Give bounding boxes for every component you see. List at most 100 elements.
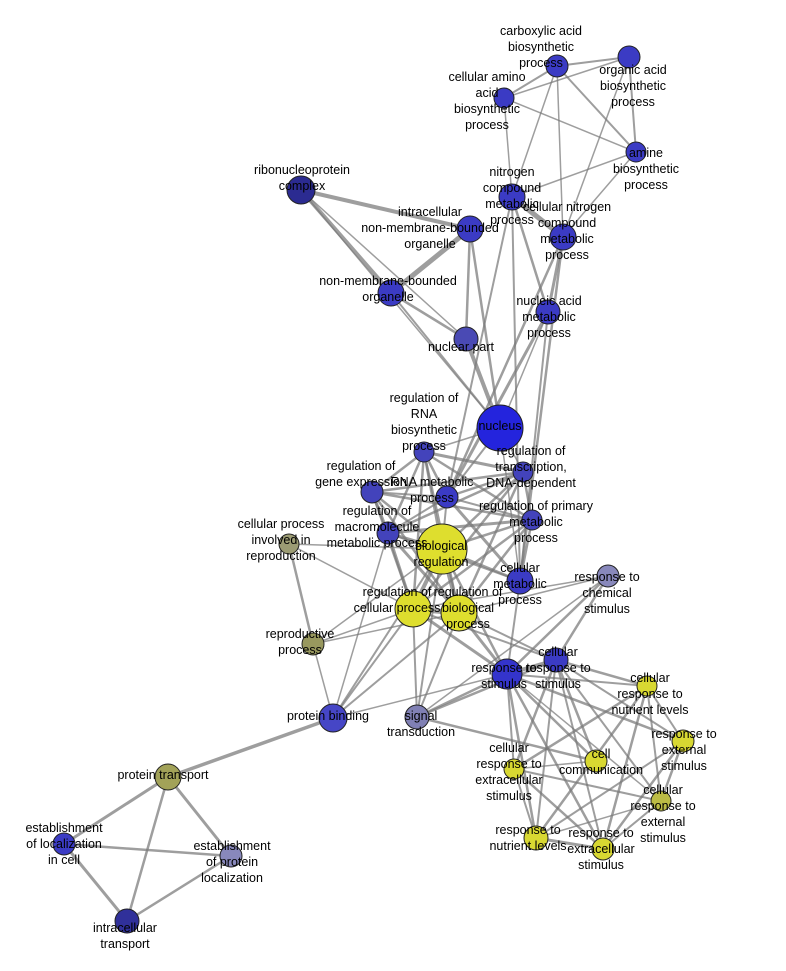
node-nam[interactable] — [535, 299, 561, 325]
edge-nam-cmet — [519, 311, 549, 582]
node-itrans[interactable] — [114, 908, 140, 934]
edge-rstim-crecs — [506, 673, 515, 770]
edge-crnl-recs — [601, 684, 649, 851]
edge-rstim-rnl — [505, 672, 538, 840]
edge-rstim-ccomm — [505, 672, 598, 763]
node-sigt[interactable] — [404, 704, 430, 730]
edge-rrna-rtrans — [422, 450, 525, 474]
edge-rprim-rbio — [457, 518, 534, 615]
edge-rgene-rbio — [370, 490, 461, 615]
node-crecs[interactable] — [503, 758, 525, 780]
node-rext[interactable] — [671, 729, 695, 753]
node-rgene[interactable] — [360, 480, 384, 504]
node-rnamet[interactable] — [435, 485, 459, 509]
node-rcell[interactable] — [394, 590, 432, 628]
node-cnitro[interactable] — [549, 223, 577, 251]
node-nucleus[interactable] — [476, 404, 524, 452]
edge-nmb-npart — [389, 291, 468, 341]
edge-pbind-rmacro — [332, 532, 389, 719]
node-crext[interactable] — [650, 790, 672, 812]
node-ccomm[interactable] — [584, 749, 608, 773]
label-nucleus: nucleus — [478, 419, 521, 433]
edge-rstim-crnl — [506, 673, 648, 687]
node-rnp[interactable] — [286, 175, 316, 205]
node-rstim[interactable] — [491, 658, 523, 690]
node-cpir[interactable] — [278, 533, 300, 555]
node-rbio[interactable] — [440, 594, 478, 632]
node-amine[interactable] — [625, 141, 647, 163]
node-rtrans[interactable] — [512, 461, 534, 483]
edge-recs-crecs — [512, 767, 605, 851]
edge-cpir-rcell — [288, 543, 414, 610]
node-rnl[interactable] — [523, 825, 549, 851]
edge-recs-crext — [602, 800, 662, 850]
edge-rnp-npart — [300, 189, 467, 340]
edge-rnamet-rprim — [446, 496, 533, 521]
node-ptrans[interactable] — [154, 763, 182, 791]
node-amino[interactable] — [493, 87, 515, 109]
edge-nam-rnamet — [445, 310, 550, 499]
node-pbind[interactable] — [318, 703, 348, 733]
node-bioreg[interactable] — [416, 523, 468, 575]
node-nitro[interactable] — [498, 183, 526, 211]
edge-crstim-rext — [555, 659, 684, 742]
node-eprot[interactable] — [219, 844, 243, 868]
node-rprim[interactable] — [521, 509, 543, 531]
node-eloc[interactable] — [52, 832, 76, 856]
edge-inmb-nucleus — [468, 227, 502, 430]
edge-rtrans-rnamet — [445, 470, 525, 499]
node-crnl[interactable] — [636, 675, 658, 697]
edge-crecs-ccomm — [513, 760, 597, 770]
edge-org-cnitro — [562, 56, 630, 238]
node-npart[interactable] — [453, 326, 479, 352]
edge-pbind-rbio — [332, 612, 460, 719]
edge-nucleus-cmet — [499, 427, 521, 582]
edge-rext-recs — [601, 739, 685, 851]
node-nmb[interactable] — [377, 279, 405, 307]
edge-crstim-rchem — [554, 574, 610, 662]
edge-eloc-eprot — [62, 842, 233, 858]
node-repro[interactable] — [301, 632, 325, 656]
edge-nitro-rnamet — [446, 196, 513, 498]
node-crstim[interactable] — [543, 647, 569, 673]
edge-pbind-ptrans — [166, 716, 335, 779]
edge-rnp-inmb — [299, 188, 472, 231]
node-carb[interactable] — [545, 54, 569, 78]
edge-bioreg-cpir — [288, 543, 443, 550]
edge-nitro-nam — [510, 195, 550, 314]
node-inmb[interactable] — [456, 215, 484, 243]
node-rmacro[interactable] — [376, 521, 400, 545]
node-cmet[interactable] — [506, 567, 534, 595]
node-rchem[interactable] — [596, 564, 620, 588]
node-rrna[interactable] — [413, 441, 435, 463]
edge-amino-nitro — [503, 97, 513, 198]
edge-rbio-repro — [312, 612, 460, 645]
edge-cnitro-rnamet — [445, 235, 565, 499]
edge-carb-cnitro — [556, 65, 564, 238]
edge-ptrans-eprot — [166, 775, 233, 858]
edge-rprim-rmacro — [386, 518, 534, 535]
edge-eprot-itrans — [125, 854, 233, 923]
node-recs[interactable] — [591, 837, 615, 861]
edge-cmet-rstim — [506, 580, 521, 675]
node-org[interactable] — [617, 45, 641, 69]
edge-rcell-crstim — [412, 608, 557, 661]
edge-crnl-crecs — [512, 684, 649, 771]
